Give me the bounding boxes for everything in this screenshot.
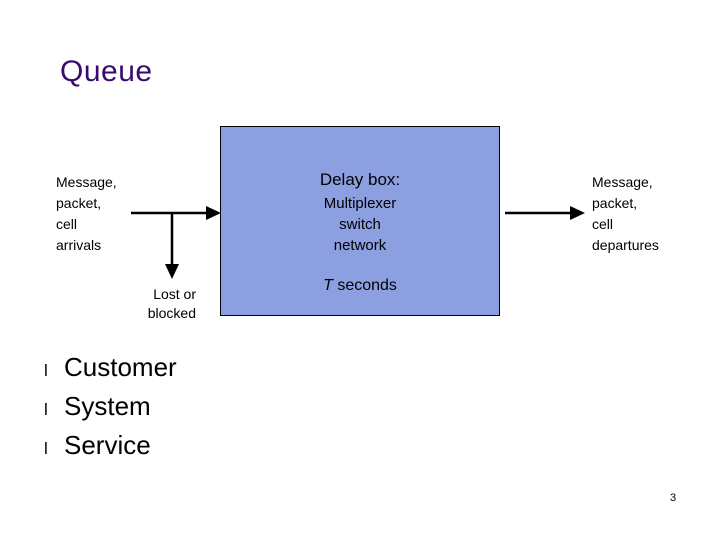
lost-label-line-1: Lost or — [153, 286, 196, 302]
delay-box-line-2: switch — [339, 216, 381, 233]
bullet-dot-icon: l — [44, 361, 48, 380]
bullet-label-service: Service — [64, 430, 151, 460]
bullet-dot-icon: l — [44, 439, 48, 458]
delay-time-unit: seconds — [337, 277, 397, 294]
lost-or-blocked-label: Lost or blocked — [100, 285, 196, 323]
bullet-dot-icon: l — [44, 400, 48, 419]
delay-time-label: T seconds — [220, 277, 500, 295]
arrivals-label-line-4: arrivals — [56, 237, 102, 253]
delay-box-line-1: Multiplexer — [323, 195, 397, 212]
arrivals-label: Message, packet, cell arrivals — [56, 172, 117, 256]
delay-box-text: Delay box: Multiplexer switch network — [220, 168, 500, 256]
arrivals-label-line-3: cell — [56, 216, 78, 232]
departures-label-line-3: cell — [592, 216, 614, 232]
page-number: 3 — [670, 492, 677, 504]
departures-label-line-4: departures — [592, 237, 659, 253]
delay-box-shape — [220, 126, 500, 316]
arrivals-label-line-2: packet, — [56, 195, 102, 211]
departures-label-line-2: packet, — [592, 195, 638, 211]
bullet-list: l Customer l System l Service — [44, 352, 444, 469]
lost-arrow — [165, 213, 179, 279]
delay-time-symbol: T — [323, 277, 333, 294]
list-item: l Customer — [44, 352, 444, 382]
delay-box-line-3: network — [333, 237, 387, 254]
arrivals-label-line-1: Message, — [56, 174, 117, 190]
outbound-arrow — [505, 206, 585, 220]
list-item: l Service — [44, 430, 444, 460]
page-title: Queue — [60, 55, 153, 88]
delay-box-heading: Delay box: — [319, 170, 401, 189]
inbound-arrow — [131, 206, 221, 220]
bullet-label-customer: Customer — [64, 352, 177, 382]
list-item: l System — [44, 391, 444, 421]
departures-label: Message, packet, cell departures — [592, 172, 659, 256]
bullet-label-system: System — [64, 391, 151, 421]
lost-label-line-2: blocked — [147, 305, 196, 321]
departures-label-line-1: Message, — [592, 174, 653, 190]
